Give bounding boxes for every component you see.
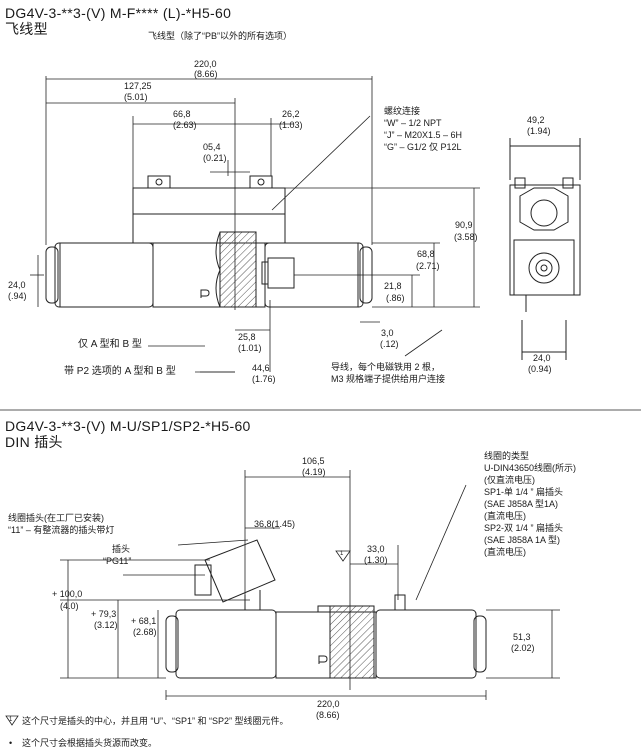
- footnote-bullet: •: [9, 738, 13, 748]
- plug-label: 插头: [112, 544, 131, 554]
- thread-w: “W” – 1/2 NPT: [384, 118, 442, 128]
- dim-26: 26,2: [282, 109, 300, 119]
- bottom-model-code: DG4V-3-**3-(V) M-U/SP1/SP2-*H5-60: [5, 418, 251, 434]
- dim-49: 49,2: [527, 115, 545, 125]
- note-only-ab: 仅 A 型和 B 型: [78, 339, 142, 350]
- thread-g: “G” – G1/2 仅 P12L: [384, 142, 462, 152]
- dim-79-in: (3.12): [94, 620, 118, 630]
- plug-note-2: “11” – 有整流器的插头带灯: [8, 525, 115, 535]
- dim-21-in: (.86): [386, 293, 405, 303]
- dim-25-in: (1.01): [238, 343, 262, 353]
- thread-j: “J” – M20X1.5 – 6H: [384, 130, 463, 140]
- coil-title: 线圈的类型: [484, 451, 530, 461]
- dim-90-in: (3.58): [454, 232, 478, 242]
- coil-line-1: U-DIN43650线圈(所示): [484, 463, 577, 473]
- dim-44: 44,6: [252, 363, 270, 373]
- coil-line-4: (SAE J858A 型1A): [484, 499, 559, 509]
- dim-220-in: (8.66): [194, 69, 218, 79]
- dim-127: 127,25: [124, 81, 152, 91]
- dim-79: + 79,3: [91, 609, 117, 619]
- dim-33-in: (1.30): [364, 555, 388, 565]
- dim-33: 33,0: [367, 544, 385, 554]
- dim-21: 21,8: [384, 281, 402, 291]
- top-valve-body: [46, 176, 372, 307]
- plug-pg: “PG11”: [103, 556, 132, 566]
- plug-note-1: 线圈插头(在工厂已安装): [8, 513, 104, 523]
- top-dimension-lines: [30, 76, 480, 372]
- triangle-mark-footnote: 1: [9, 717, 13, 723]
- dim-66: 66,8: [173, 109, 191, 119]
- dim-25: 25,8: [238, 332, 256, 342]
- top-type-label: 飞线型: [5, 21, 48, 37]
- dim-68b-in: (2.68): [133, 627, 157, 637]
- dim-68: 68,8: [417, 249, 435, 259]
- bottom-dimension-lines: [6, 470, 560, 725]
- dim-24b-in: (0.94): [528, 364, 552, 374]
- dim-05: 05,4: [203, 142, 221, 152]
- dim-220: 220,0: [194, 59, 217, 69]
- coil-line-8: (直流电压): [484, 547, 526, 557]
- triangle-mark-dimension: 1: [340, 551, 344, 557]
- bottom-valve-body: [166, 540, 486, 678]
- coil-line-5: (直流电压): [484, 511, 526, 521]
- top-end-view: [510, 138, 580, 360]
- dim-24-in: (.94): [8, 291, 27, 301]
- dim-66-in: (2.63): [173, 120, 197, 130]
- dim-68-in: (2.71): [416, 261, 440, 271]
- note-with-p2: 带 P2 选项的 A 型和 B 型: [64, 366, 176, 377]
- dim-100-in: (4.0): [60, 601, 79, 611]
- dim-44-in: (1.76): [252, 374, 276, 384]
- footnote-2: 这个尺寸会根据插头货源而改变。: [22, 738, 158, 748]
- dim-26-in: (1.03): [279, 120, 303, 130]
- coil-line-2: (仅直流电压): [484, 475, 535, 485]
- dim-100: + 100,0: [52, 589, 83, 599]
- dim-05-in: (0.21): [203, 153, 227, 163]
- wire-note-2: M3 规格端子提供给用户连接: [331, 374, 446, 384]
- coil-line-7: (SAE J858A 1A 型): [484, 535, 561, 545]
- top-model-code: DG4V-3-**3-(V) M-F**** (L)-*H5-60: [5, 5, 232, 21]
- dim-220b-in: (8.66): [316, 710, 340, 720]
- dim-68b: + 68,1: [131, 616, 157, 626]
- wire-note-1: 导线，每个电磁铁用 2 根，: [331, 362, 441, 372]
- top-type-note: 飞线型（除了“PB”以外的所有选项）: [148, 31, 293, 41]
- bottom-type-label: DIN 插头: [5, 434, 63, 450]
- dim-49-in: (1.94): [527, 126, 551, 136]
- footnote-1: 这个尺寸是插头的中心，并且用 “U”、“SP1” 和 “SP2” 型线圈元件。: [22, 716, 289, 726]
- dim-220b: 220,0: [317, 699, 340, 709]
- coil-line-6: SP2-双 1/4 ” 扁插头: [484, 523, 564, 533]
- dim-106: 106,5: [302, 456, 325, 466]
- thread-title: 螺纹连接: [384, 106, 421, 116]
- dim-24b: 24,0: [533, 353, 551, 363]
- coil-line-3: SP1-单 1/4 ” 扁插头: [484, 487, 564, 497]
- dim-106-in: (4.19): [302, 467, 326, 477]
- dim-3: 3,0: [381, 328, 394, 338]
- dim-24: 24,0: [8, 280, 26, 290]
- dim-127-in: (5.01): [124, 92, 148, 102]
- dim-51-in: (2.02): [511, 643, 535, 653]
- dim-51: 51,3: [513, 632, 531, 642]
- dim-3-in: (.12): [380, 339, 399, 349]
- dim-36: 36,8(1.45): [254, 519, 296, 529]
- dim-90: 90,9: [455, 220, 473, 230]
